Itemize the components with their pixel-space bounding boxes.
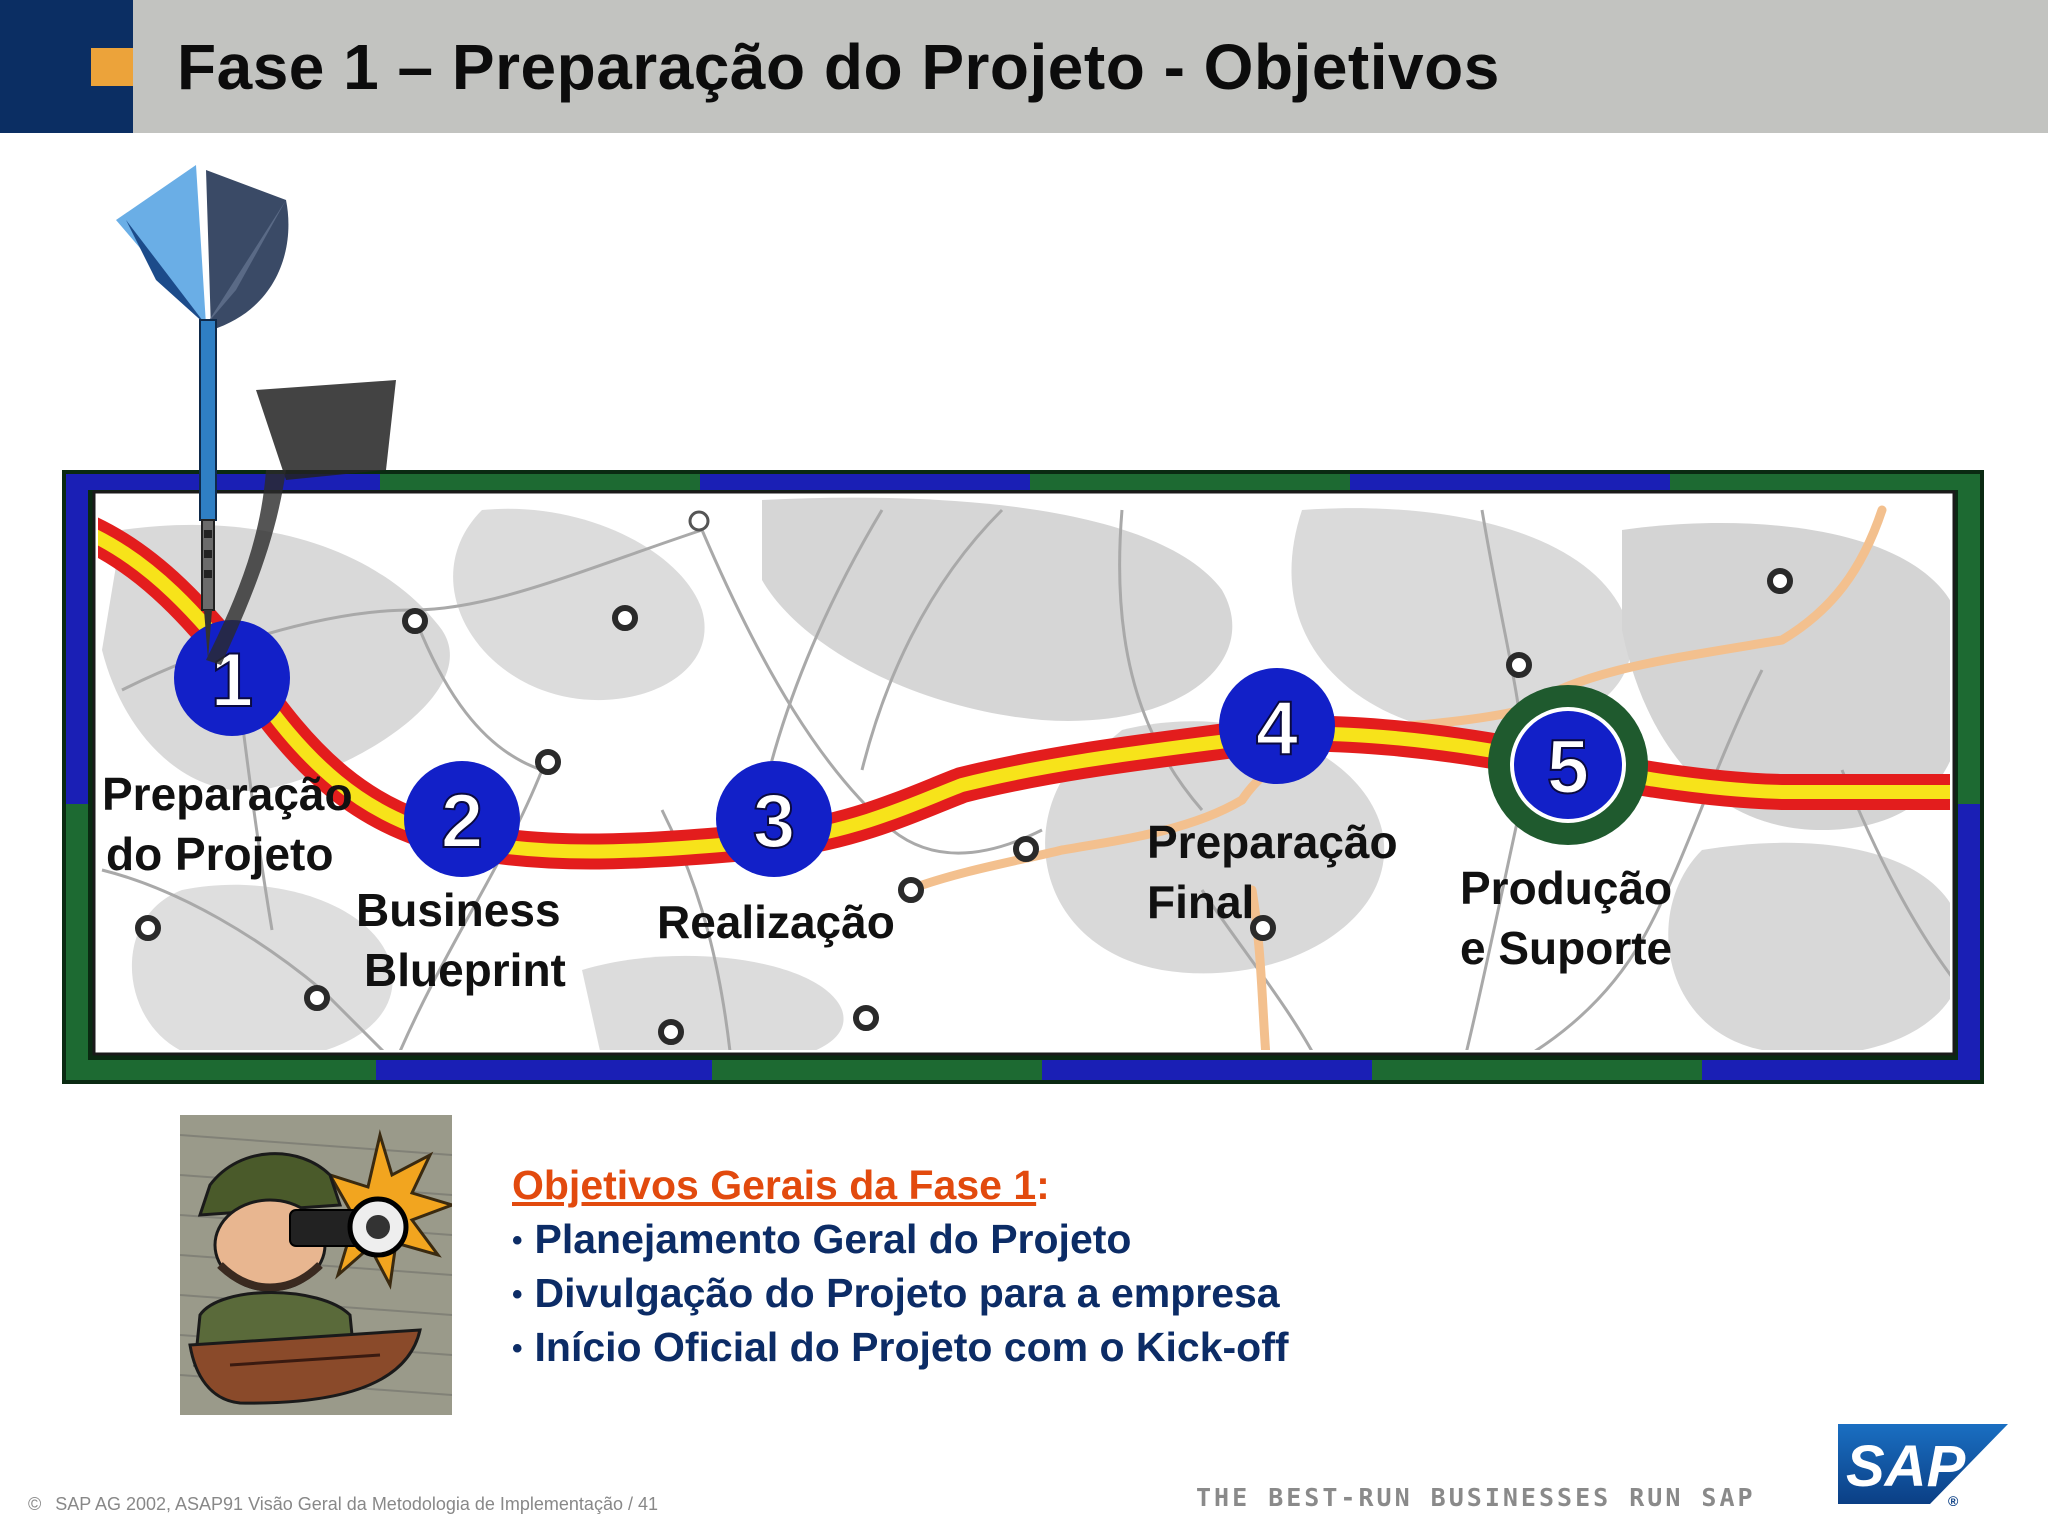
- title-bar: [0, 0, 2048, 133]
- objective-item: • Início Oficial do Projeto com o Kick-of…: [512, 1320, 1612, 1374]
- objectives-section: Objetivos Gerais da Fase 1: • Planejament…: [512, 1158, 1612, 1374]
- svg-text:2: 2: [441, 779, 483, 864]
- objective-item: • Planejamento Geral do Projeto: [512, 1212, 1612, 1266]
- svg-text:4: 4: [1256, 686, 1298, 771]
- objectives-heading-colon: :: [1036, 1162, 1050, 1208]
- phase-label-5: Produção e Suporte: [1460, 858, 1672, 978]
- objectives-heading: Objetivos Gerais da Fase 1:: [512, 1158, 1612, 1212]
- roadmap-map: 1 2 3 4 5: [62, 470, 1984, 1084]
- phase-marker-4: 4: [1219, 668, 1335, 784]
- phase-label-4-line2: Final: [1147, 876, 1255, 928]
- title-accent-square: [91, 48, 133, 86]
- phase-marker-3: 3: [716, 761, 832, 877]
- phase-label-5-line2: e Suporte: [1460, 922, 1673, 974]
- page-title: Fase 1 – Preparação do Projeto - Objetiv…: [177, 31, 1500, 103]
- explorer-spyglass-icon: [179, 1115, 457, 1415]
- phase-label-1-line1: Preparação: [102, 768, 353, 820]
- bullet-icon: •: [512, 1224, 523, 1257]
- dart-icon: [86, 160, 416, 680]
- phase-label-3: Realização: [657, 892, 895, 952]
- bullet-icon: •: [512, 1332, 523, 1365]
- objective-item-text: Divulgação do Projeto para a empresa: [534, 1270, 1280, 1316]
- objective-item-text: Planejamento Geral do Projeto: [534, 1216, 1132, 1262]
- phase-label-4-line1: Preparação: [1147, 816, 1398, 868]
- phase-marker-2: 2: [404, 761, 520, 877]
- sap-logo: SAP ®: [1838, 1424, 2008, 1512]
- phase-marker-5: 5: [1488, 685, 1648, 845]
- phase-label-5-line1: Produção: [1460, 862, 1673, 914]
- bullet-icon: •: [512, 1278, 523, 1311]
- phase-label-2-line1: Business: [356, 884, 561, 936]
- objectives-list: • Planejamento Geral do Projeto • Divulgaç…: [512, 1212, 1612, 1374]
- copyright-icon: ©: [28, 1494, 42, 1514]
- footer-copyright: © SAP AG 2002, ASAP91 Visão Geral da Meto…: [28, 1494, 658, 1515]
- sap-logo-text: SAP: [1846, 1434, 1966, 1499]
- phase-label-3-line1: Realização: [657, 896, 895, 948]
- phase-label-1: Preparação do Projeto: [102, 764, 353, 884]
- objective-item-text: Início Oficial do Projeto com o Kick-off: [534, 1324, 1289, 1370]
- phase-label-2: Business Blueprint: [356, 880, 566, 1000]
- footer-tagline: THE BEST-RUN BUSINESSES RUN SAP: [1196, 1483, 1756, 1512]
- objectives-heading-text: Objetivos Gerais da Fase 1: [512, 1162, 1037, 1208]
- svg-text:5: 5: [1547, 725, 1589, 810]
- map-waypoints: [135, 568, 1793, 1045]
- registered-mark: ®: [1948, 1493, 1959, 1509]
- phase-label-1-line2: do Projeto: [106, 828, 334, 880]
- map-frame-segments: [66, 474, 1980, 1080]
- svg-text:3: 3: [753, 779, 795, 864]
- phase-label-2-line2: Blueprint: [364, 944, 566, 996]
- phase-label-4: Preparação Final: [1147, 812, 1398, 932]
- footer-copyright-text: SAP AG 2002, ASAP91 Visão Geral da Metod…: [55, 1494, 658, 1514]
- objective-item: • Divulgação do Projeto para a empresa: [512, 1266, 1612, 1320]
